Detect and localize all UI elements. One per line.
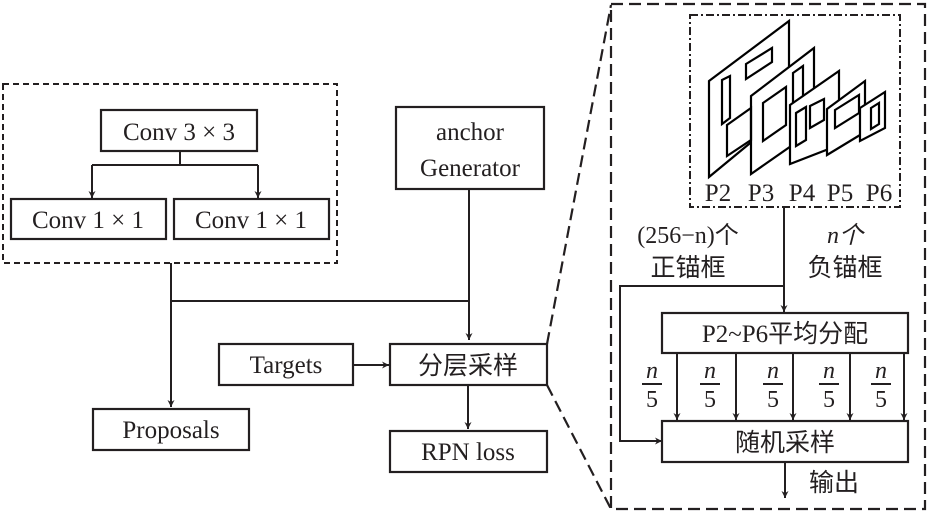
positive-anchor-label: 正锚框 [650,253,725,282]
fraction-1: n 5 [642,358,662,413]
pyramid-group [689,14,901,208]
conv1x1-left-box: Conv 1 × 1 [9,197,168,241]
output-label: 输出 [809,468,859,497]
pyramid-label-p3: P3 [748,180,774,207]
fraction-2: n 5 [700,358,720,413]
head-to-join-connector [170,263,469,302]
plane-p6 [858,89,887,143]
fraction-arrows [673,353,908,420]
conv3x3-label: Conv 3 × 3 [123,119,235,146]
fraction-5: n 5 [871,358,891,413]
proposals-label: Proposals [122,417,219,444]
pyramid-planes [707,18,887,180]
anchor-generator-box: anchor Generator [394,105,546,191]
positive-anchor-count-label: (256−n)个 [637,222,739,249]
arrow-positive-to-random-sampling [619,285,784,445]
fraction-3: n 5 [763,358,783,413]
proposals-box: Proposals [91,407,251,452]
fraction-3-numerator: n [767,358,779,384]
anchor-generator-line2: Generator [420,155,521,182]
random-sampling-label: 随机采样 [735,428,835,457]
fraction-1-numerator: n [646,358,658,384]
pyramid-label-p5: P5 [827,180,853,207]
conv1x1-right-box: Conv 1 × 1 [172,197,331,241]
targets-label: Targets [250,352,323,379]
fraction-4: n 5 [819,358,839,413]
anchor-generator-line1: anchor [436,119,505,146]
pyramid-label-p6: P6 [866,180,892,207]
rpn-loss-box: RPN loss [388,429,549,474]
allocate-label: P2~P6平均分配 [702,320,868,348]
callout-line-bottom [546,384,612,510]
fraction-2-numerator: n [704,358,716,384]
conv3x3-box: Conv 3 × 3 [99,108,259,153]
fraction-1-denominator: 5 [646,387,658,413]
pyramid-labels: P2 P3 P4 P5 P6 [705,180,892,207]
negative-anchor-label: 负锚框 [807,253,882,282]
hierarchical-sampling-label: 分层采样 [418,351,518,380]
allocate-box: P2~P6平均分配 [660,311,910,355]
fraction-4-numerator: n [823,358,835,384]
rpn-loss-label: RPN loss [421,439,515,466]
random-sampling-box: 随机采样 [660,419,910,464]
branch-connector [92,151,258,166]
pyramid-label-p2: P2 [705,180,731,207]
hierarchical-sampling-box: 分层采样 [388,342,549,387]
callout-line-top [545,4,613,345]
detail-panel [609,2,927,511]
negative-anchor-count-label: n个 [827,222,865,249]
fraction-3-denominator: 5 [767,387,779,413]
pyramid-label-p4: P4 [789,180,816,207]
fraction-5-numerator: n [875,358,887,384]
conv1x1-right-label: Conv 1 × 1 [195,207,307,234]
targets-box: Targets [217,342,355,387]
fraction-4-denominator: 5 [823,387,835,413]
conv1x1-left-label: Conv 1 × 1 [32,207,144,234]
fraction-labels: n 5 n 5 n 5 n 5 n 5 [642,358,891,413]
fraction-5-denominator: 5 [875,387,887,413]
fraction-2-denominator: 5 [704,387,716,413]
